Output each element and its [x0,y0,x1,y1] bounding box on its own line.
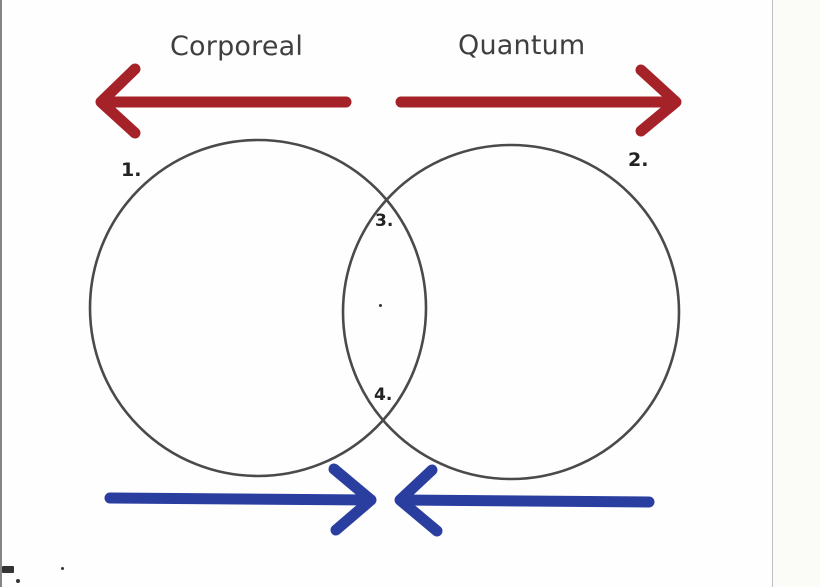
converge-right-arrow-head [394,464,443,537]
scan-speck [61,567,64,570]
scan-speck [2,566,14,573]
scan-margin [773,0,820,587]
corporeal-arrow-head [95,63,141,139]
converge-left-arrow-head [328,463,377,536]
converge-left-arrow [104,463,377,536]
paper-right-edge [772,0,773,587]
region-label-3: 3. [375,211,394,231]
region-label-2: 2. [628,149,649,171]
quantum-arrow [395,64,682,137]
left-circle [88,138,428,478]
converge-left-arrow-shaft [104,492,376,506]
center-dot [379,304,382,307]
converge-right-arrow [394,464,655,537]
corporeal-heading: Corporeal [170,31,304,62]
quantum-arrow-head [635,64,682,137]
region-label-4: 4. [374,385,393,405]
region-label-1: 1. [121,159,142,181]
quantum-heading: Quantum [458,30,586,61]
scan-speck [16,579,20,583]
right-circle [341,143,681,481]
converge-right-arrow-shaft [396,494,655,508]
corporeal-arrow [95,63,352,139]
scan-edge-shadow [0,0,2,587]
